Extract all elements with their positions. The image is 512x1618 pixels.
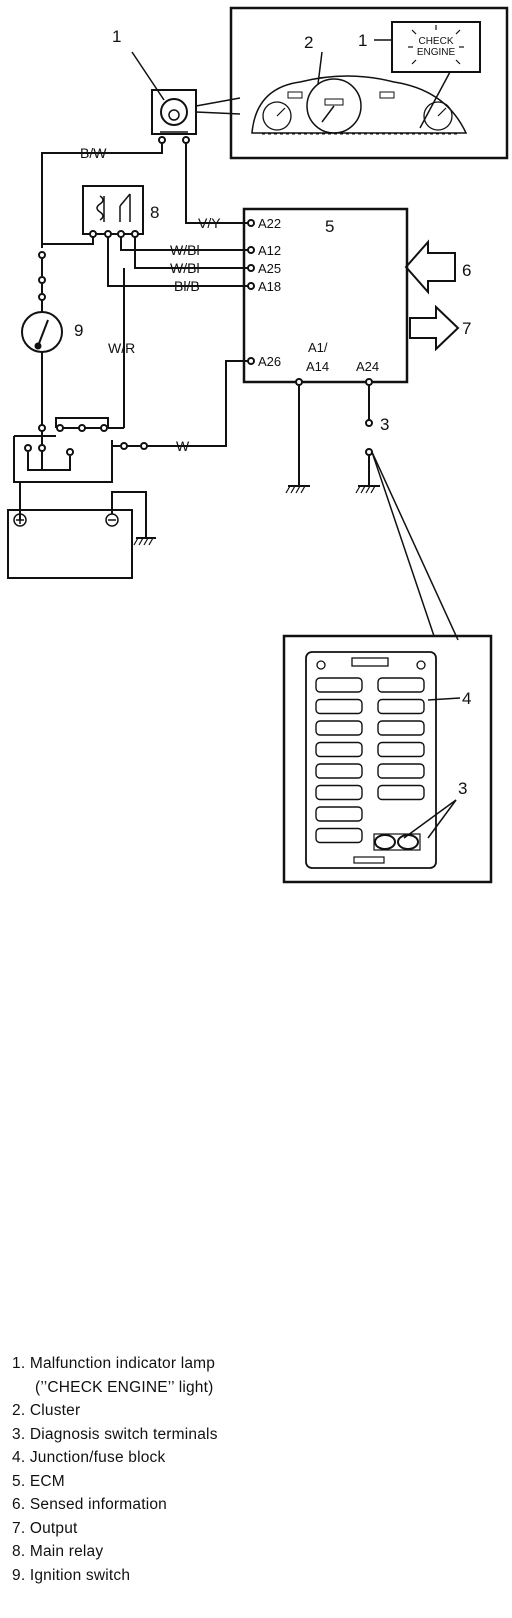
fuse-slot-right-5: [377, 763, 425, 779]
pin-a25: A25: [258, 261, 281, 276]
fuse-slot-right-4: [377, 741, 425, 758]
check-engine-text-1: CHECK: [418, 36, 453, 47]
fuse-slot-left-3: [315, 720, 363, 736]
wire-label-vy: V/Y: [198, 215, 221, 231]
junction-block-inset: [282, 634, 493, 884]
legend-item-7: 7. Output: [12, 1519, 78, 1537]
wire-label-w: W: [176, 438, 190, 454]
check-engine-text-2: ENGINE: [417, 47, 456, 58]
wire-label-blb: Bl/B: [174, 278, 200, 294]
callout-4: 4: [462, 689, 471, 708]
fuse-slot-right-6: [377, 784, 425, 801]
fuse-slot-left-7: [315, 806, 363, 822]
fuse-slot-left-4: [315, 741, 363, 758]
wire-label-wbl-1: W/Bl: [170, 242, 200, 258]
fuse-slot-right-1: [377, 677, 425, 693]
cluster-inset: CHECK ENGINE: [229, 6, 509, 160]
fuse-slot-left-2: [315, 698, 363, 715]
callout-3: 3: [380, 415, 389, 434]
pin-a1: A1/: [308, 340, 328, 355]
legend-item-1: 1. Malfunction indicator lamp: [12, 1355, 216, 1372]
pin-a26: A26: [258, 354, 281, 369]
legend-item-8: 8. Main relay: [12, 1543, 104, 1560]
legend-item-6: 6. Sensed information: [12, 1496, 167, 1513]
legend-item-2: 2. Cluster: [12, 1402, 81, 1419]
fuse-slot-left-6: [315, 784, 363, 801]
callout-9: 9: [74, 321, 83, 340]
fuse-slot-right-2: [377, 698, 425, 715]
wire-label-wr: W/R: [108, 340, 135, 356]
callout-6: 6: [462, 261, 471, 280]
legend-item-5: 5. ECM: [12, 1472, 65, 1490]
callout-5: 5: [325, 217, 334, 236]
wire-label-bw: B/W: [80, 145, 107, 161]
pin-a12: A12: [258, 243, 281, 258]
fuse-slot-left-8: [315, 827, 363, 844]
pin-a14: A14: [306, 359, 329, 374]
fuse-slot-left-1: [315, 677, 363, 693]
pin-a24: A24: [356, 359, 379, 374]
pin-a22: A22: [258, 216, 281, 231]
legend-item-9: 9. Ignition switch: [12, 1566, 131, 1584]
output-arrow: [409, 304, 460, 352]
ecm-grounds: [285, 385, 459, 641]
callout-8: 8: [150, 203, 159, 222]
fuse-slot-right-3: [377, 720, 425, 736]
ecm: [242, 207, 409, 386]
callout-7: 7: [462, 319, 471, 338]
wiring: [13, 143, 248, 520]
fuse-slot-left-5: [315, 763, 363, 779]
input-arrow: [404, 239, 456, 295]
legend-item-3: 3. Diagnosis switch terminals: [12, 1425, 218, 1443]
legend: 1. Malfunction indicator lamp (’’CHECK E…: [12, 1352, 502, 1587]
callout-1b: 1: [358, 31, 367, 50]
callout-3b: 3: [458, 779, 467, 798]
malfunction-indicator-lamp: [131, 51, 241, 144]
legend-item-1-detail: (’’CHECK ENGINE’’ light): [35, 1378, 214, 1396]
callout-1: 1: [112, 27, 121, 46]
callout-2: 2: [304, 33, 313, 52]
main-relay: [82, 185, 144, 238]
wire-label-wbl-2: W/Bl: [170, 260, 200, 276]
battery: [7, 491, 156, 579]
legend-item-4: 4. Junction/fuse block: [12, 1449, 166, 1466]
pin-a18: A18: [258, 279, 281, 294]
